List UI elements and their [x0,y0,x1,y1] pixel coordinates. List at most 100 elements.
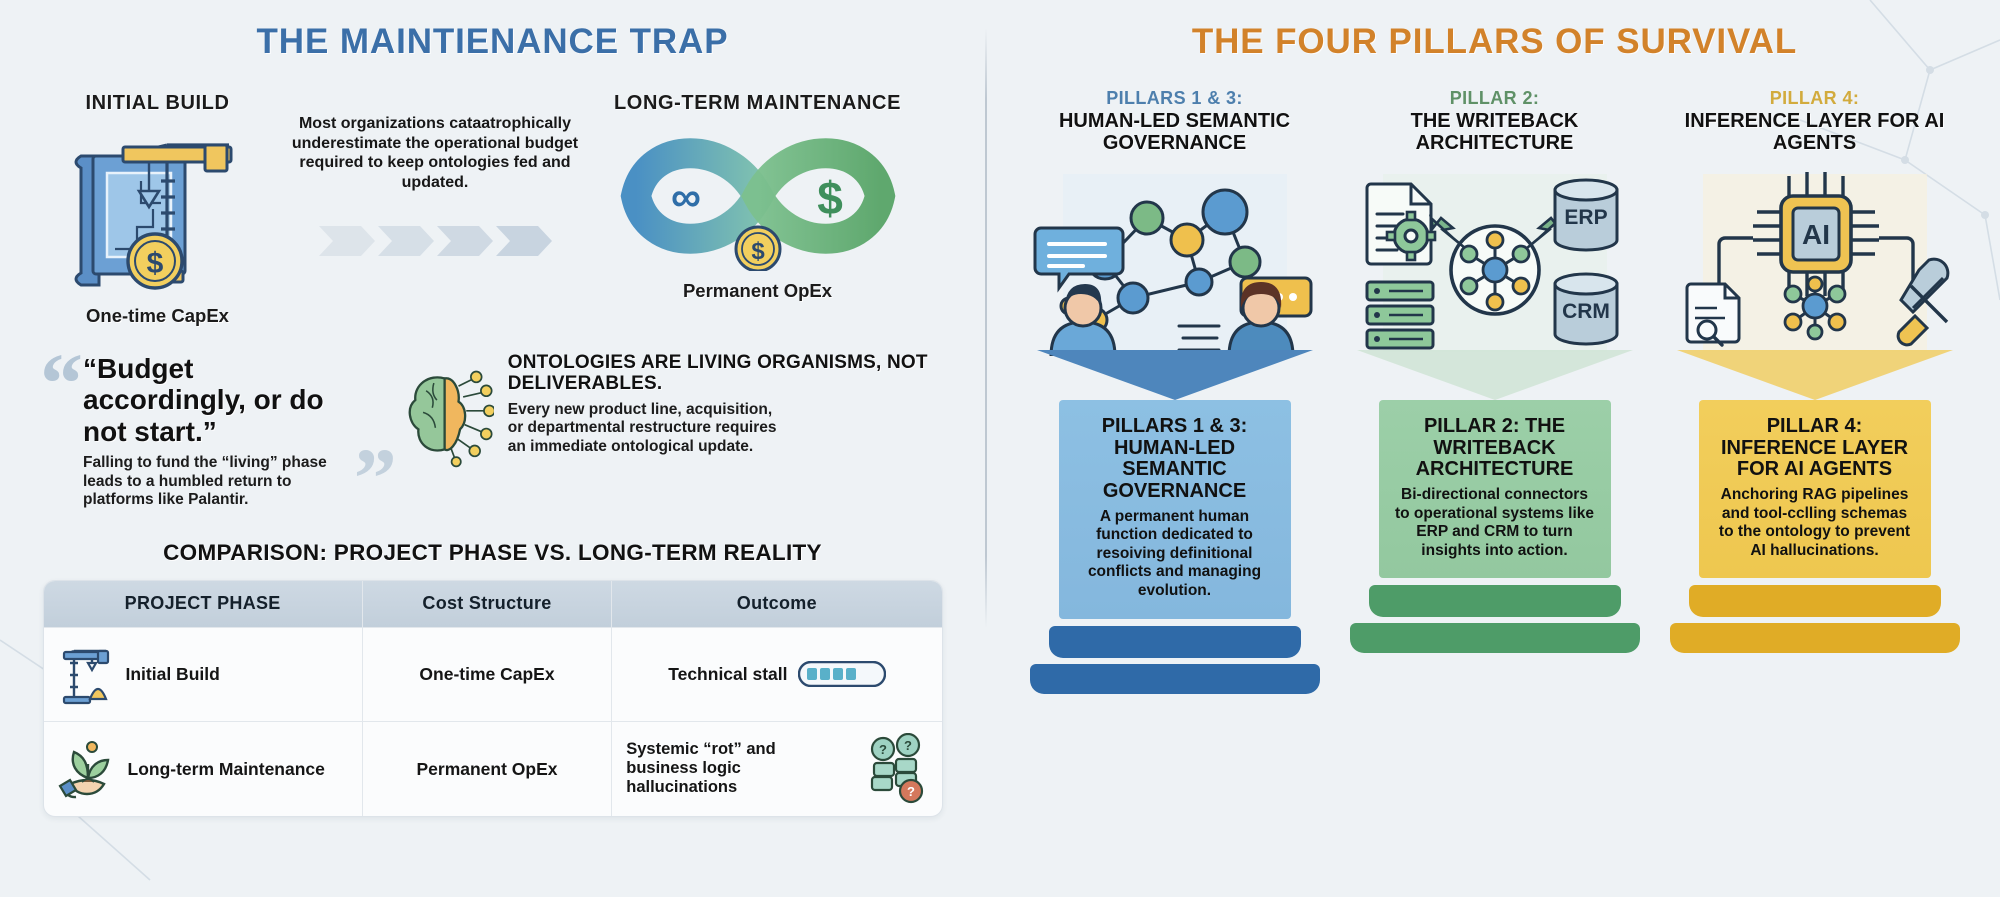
crm-label: CRM [1562,300,1610,323]
right-panel-title: THE FOUR PILLARS OF SURVIVAL [1191,22,1798,61]
table-cell-cost: Permanent OpEx [363,721,613,816]
pillar-pedestal-top [1688,585,1941,618]
pillar-pedestal-bottom [1669,623,1960,654]
left-panel-title: THE MAINTIENANCE TRAP [256,22,729,61]
maintenance-label: LONG-TERM MAINTENANCE [613,92,902,114]
chevron-arrow-icon [318,226,375,257]
pillar-card-text: A permanent human function dedicated to … [1087,507,1262,599]
document-search-icon [1685,282,1740,347]
table-cell-text: Initial Build [125,664,220,685]
chevron-top-icon [1676,350,1953,401]
database-crm-icon: CRM [1553,272,1618,346]
four-pillars-panel: THE FOUR PILLARS OF SURVIVAL PILLARS 1 &… [985,0,2000,897]
arrow-up-left-icon [1428,214,1466,250]
pillar-body-governance: PILLARS 1 & 3: HUMAN-LED SEMANTIC GOVERN… [1029,350,1321,694]
chevron-top-icon [1036,350,1313,401]
broken-stack-icon: ? ? ? [870,732,923,803]
table-cell-outcome: Technical stall [612,628,941,721]
erp-label: ERP [1564,206,1607,229]
pillar-card-body: PILLAR 4: INFERENCE LAYER FOR AI AGENTS … [1698,400,1931,579]
initial-build-column: INITIAL BUILD [30,92,285,327]
comparison-table-title: COMPARISON: PROJECT PHASE VS. LONG-TERM … [163,539,822,565]
table-cell-phase: Long-term Maintenance [44,721,363,816]
panel-divider [985,28,987,628]
erp-crm-hub-icon: ERP CRM [1365,174,1618,353]
svg-text:$: $ [751,238,765,265]
ai-chip-label: AI [1802,219,1830,250]
pillar-card-title: PILLARS 1 & 3: HUMAN-LED SEMANTIC GOVERN… [1101,415,1248,502]
ontology-body: Every new product line, acquisition, or … [507,400,777,455]
quote-block: “ “Budget accordingly, or do not start.”… [30,340,397,526]
chevron-arrow-icon [436,226,493,257]
crane-icon [62,650,109,705]
pillar-title: INFERENCE LAYER FOR AI AGENTS [1684,110,1945,154]
pillar-body-inference: PILLAR 4: INFERENCE LAYER FOR AI AGENTS … [1669,350,1961,654]
quote-subtext: Falling to fund the “living” phase leads… [83,454,327,509]
pillar-card-title: PILLAR 2: THE WRITEBACK ARCHITECTURE [1415,415,1574,481]
table-cell-outcome: Systemic “rot” and business logic halluc… [612,722,941,816]
progress-bar-icon [797,661,886,688]
maintenance-trap-panel: THE MAINTIENANCE TRAP INITIAL BUILD [0,0,985,897]
pillar-pedestal-bottom [1349,623,1640,654]
chevron-arrow-icon [495,226,552,257]
quote-text: “Budget accordingly, or do not start.” [83,353,324,447]
pillar-illustration-writeback: ERP CRM [1349,166,1641,356]
server-icon [1365,280,1434,350]
pillar-kicker: PILLAR 4: [1769,88,1860,108]
svg-text:$: $ [146,247,163,280]
table-header-cell: Cost Structure [363,580,613,627]
pillar-pedestal-top [1048,625,1301,658]
pillars-row: PILLARS 1 & 3: HUMAN-LED SEMANTIC GOVERN… [1009,88,1980,694]
pillar-pedestal-top [1368,585,1621,618]
pillar-card-governance: PILLARS 1 & 3: HUMAN-LED SEMANTIC GOVERN… [1029,88,1321,694]
comparison-table: PROJECT PHASE Cost Structure Outcome [42,579,943,817]
pillar-kicker: PILLARS 1 & 3: [1106,88,1243,108]
ai-chip-icon: AI [1685,172,1949,353]
hub-icon [1448,224,1541,316]
table-header-row: PROJECT PHASE Cost Structure Outcome [43,580,942,627]
pillar-card-body: PILLARS 1 & 3: HUMAN-LED SEMANTIC GOVERN… [1058,400,1291,619]
infinity-loop-icon: ∞ $ $ [620,138,895,273]
table-cell-text: Long-term Maintenance [127,758,325,779]
table-row: Initial Build One-time CapEx Technical s… [43,626,942,721]
pillar-card-text: Anchoring RAG pipelines and tool-cclling… [1718,485,1911,559]
pillar-card-title: PILLAR 4: INFERENCE LAYER FOR AI AGENTS [1720,415,1909,481]
chevron-arrow-row [285,226,585,257]
svg-text:?: ? [879,742,887,757]
pillar-pedestal-bottom [1029,663,1320,694]
svg-text:?: ? [904,738,912,753]
ontology-title: ONTOLOGIES ARE LIVING ORGANISMS, NOT DEL… [507,352,928,394]
pillar-body-writeback: PILLAR 2: THE WRITEBACK ARCHITECTURE Bi-… [1349,350,1641,654]
person-right-icon [1226,282,1295,358]
person-left-icon [1048,284,1117,358]
table-cell-text: Systemic “rot” and business logic halluc… [626,740,776,797]
middle-explainer-column: Most organizations cataatrophically unde… [285,92,585,257]
table-cell-text: Technical stall [668,664,788,685]
sprout-hand-icon [57,740,109,799]
blueprint-crane-icon: $ [74,143,232,290]
pillar-title: THE WRITEBACK ARCHITECTURE [1410,110,1579,154]
brain-network-icon [408,370,494,468]
network-people-icon [1033,174,1312,358]
pillar-card-writeback: PILLAR 2: THE WRITEBACK ARCHITECTURE [1349,88,1641,694]
table-header-cell: Outcome [736,593,817,614]
pillar-kicker: PILLAR 2: [1449,88,1540,108]
table-body: Initial Build One-time CapEx Technical s… [43,626,942,816]
document-gear-icon [1365,182,1436,266]
build-vs-maintenance-row: INITIAL BUILD [30,92,955,327]
svg-text:?: ? [907,784,915,799]
table-header-cell: PROJECT PHASE [44,580,363,627]
initial-build-label: INITIAL BUILD [85,92,230,114]
database-erp-icon: ERP [1553,178,1618,252]
pillar-card-body: PILLAR 2: THE WRITEBACK ARCHITECTURE Bi-… [1378,400,1611,579]
pillar-illustration-inference: AI [1669,166,1961,356]
table-cell-text: Permanent OpEx [416,758,558,779]
table-cell-cost: One-time CapEx [363,627,613,721]
chevron-top-icon [1356,350,1633,401]
close-quote-icon: ” [353,429,397,526]
pillar-illustration-governance [1029,166,1321,358]
ontology-callout: ONTOLOGIES ARE LIVING ORGANISMS, NOT DEL… [397,352,955,481]
table-cell-phase: Initial Build [44,627,363,721]
svg-text:∞: ∞ [671,173,701,220]
